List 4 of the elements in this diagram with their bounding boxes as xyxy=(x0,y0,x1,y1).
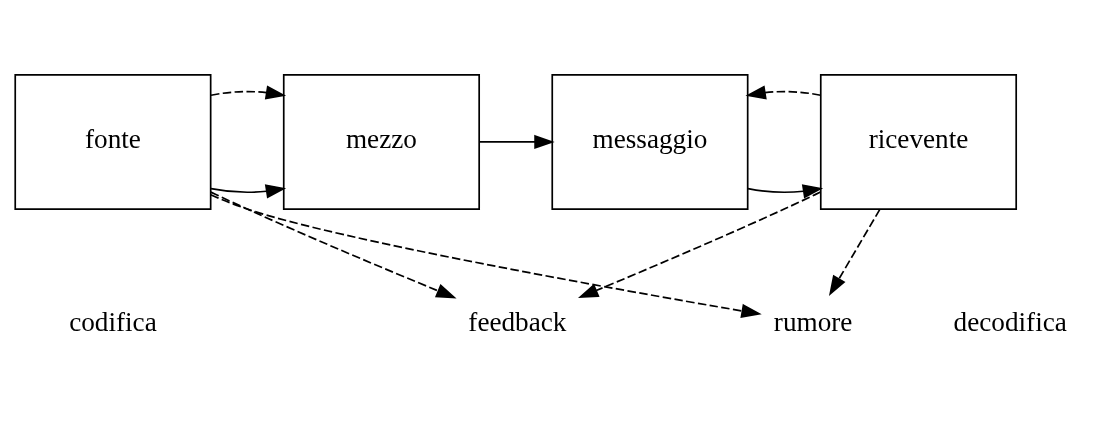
node-text: feedback xyxy=(468,306,567,337)
label: decodifica xyxy=(953,306,1067,337)
label: codifica xyxy=(69,306,157,337)
node-text: rumore xyxy=(773,306,853,337)
